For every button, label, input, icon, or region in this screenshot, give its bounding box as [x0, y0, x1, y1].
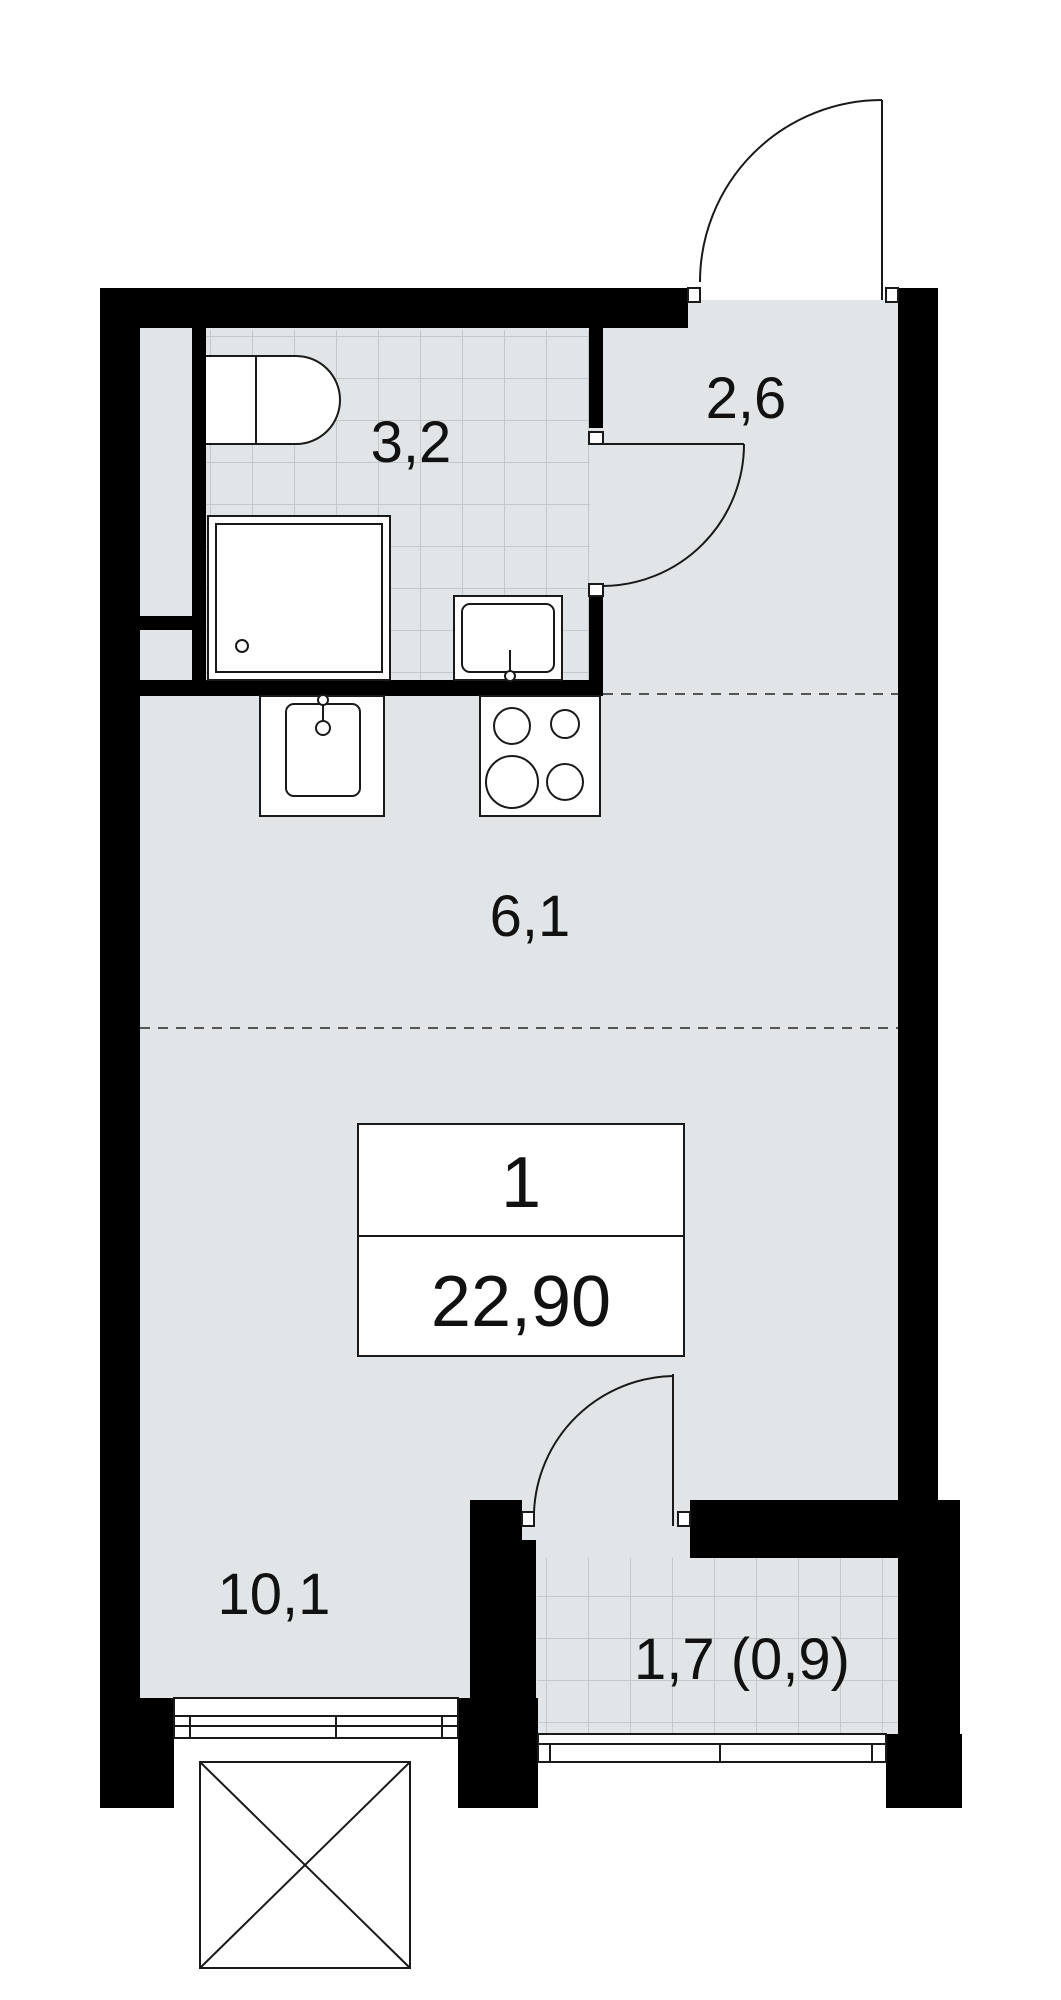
washbasin: [453, 595, 563, 682]
balcony-left-pier: [458, 1698, 538, 1808]
toilet: [206, 355, 341, 445]
fixtures: [206, 355, 601, 817]
balcony-floor: [537, 1558, 937, 1734]
balcony-right-pier: [886, 1734, 962, 1808]
top-wall-right: [898, 288, 938, 302]
balcony-window: [537, 1733, 887, 1763]
apartment-badge: 1 22,90: [357, 1123, 685, 1357]
hallway-area-label: 2,6: [706, 366, 787, 431]
living-room-window: [173, 1697, 459, 1739]
bathroom-left-wall: [192, 328, 206, 680]
balcony-left-wall: [470, 1540, 536, 1700]
top-wall-left: [140, 288, 688, 328]
bathroom-right-wall-top: [589, 328, 603, 428]
bathroom-door-jamb-top: [588, 431, 604, 445]
niche-shelf: [140, 616, 192, 630]
windows: [173, 1697, 887, 1969]
right-wall: [898, 288, 938, 1500]
entrance-door-swing: [699, 99, 883, 283]
kitchen-sink: [259, 694, 385, 817]
bathroom-door-swing: [602, 443, 745, 587]
bathroom-right-wall-bottom: [589, 590, 603, 682]
balcony-top-wall: [690, 1500, 938, 1558]
zone-dividers: [140, 693, 898, 1029]
room-labels: 3,2 2,6 6,1 10,1 1,7 (0,9): [218, 366, 850, 1692]
balcony-left-wall-top: [470, 1500, 522, 1540]
apartment-number: 1: [501, 1143, 541, 1223]
storage-niche: [140, 330, 195, 618]
bathroom-area-label: 3,2: [371, 410, 452, 475]
balcony-door-jamb-left: [521, 1511, 535, 1527]
cooktop: [479, 695, 601, 817]
walls: [100, 288, 962, 1808]
bathroom-bottom-wall: [140, 680, 603, 696]
entrance-door-jamb-left: [687, 287, 701, 303]
outdoor-ac-unit: [199, 1761, 411, 1969]
left-wall-lower-pier: [100, 1698, 174, 1808]
balcony-area-label: 1,7 (0,9): [634, 1627, 850, 1692]
floors: [140, 300, 937, 1734]
shower-tray: [207, 515, 391, 681]
doors: [521, 99, 899, 1527]
balcony-door-swing: [533, 1375, 674, 1513]
balcony-door-jamb-right: [677, 1511, 691, 1527]
entrance-door-jamb-right: [885, 287, 899, 303]
living-room-area-label: 10,1: [218, 1562, 331, 1627]
bathroom-door-jamb-bottom: [588, 583, 604, 597]
total-area: 22,90: [431, 1262, 611, 1342]
balcony-right-wall: [898, 1500, 960, 1738]
left-wall: [100, 288, 140, 1700]
kitchen-area-label: 6,1: [490, 884, 571, 949]
